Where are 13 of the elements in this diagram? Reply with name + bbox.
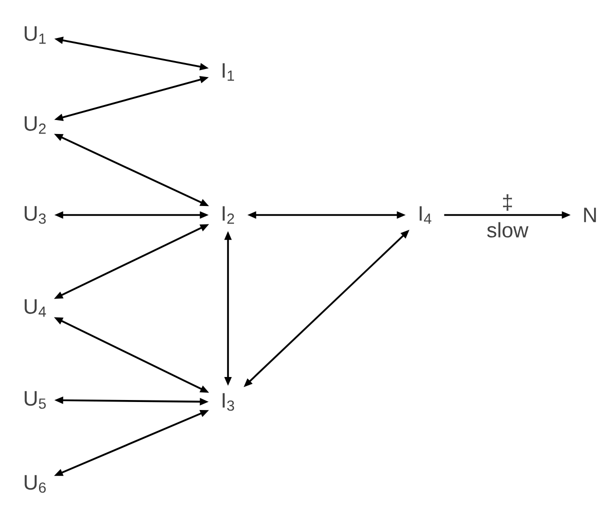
state-label: U$_{5}$	[24, 391, 46, 409]
rate-label: slow	[487, 222, 528, 238]
state-label: U$_{4}$	[24, 299, 46, 317]
state-label: U$_{6}$	[24, 475, 46, 493]
state-label: N	[584, 208, 596, 222]
state-label: I$_{4}$	[420, 206, 432, 224]
state-label: U$_{1}$	[24, 26, 46, 44]
state-label: U$_{3}$	[24, 206, 46, 224]
edge-label: ‡	[503, 194, 512, 211]
state-label: I$_{1}$	[222, 63, 234, 81]
state-label: U$_{2}$	[24, 116, 46, 134]
state-label: I$_{2}$	[222, 206, 234, 224]
state-label: I$_{3}$	[222, 393, 234, 411]
